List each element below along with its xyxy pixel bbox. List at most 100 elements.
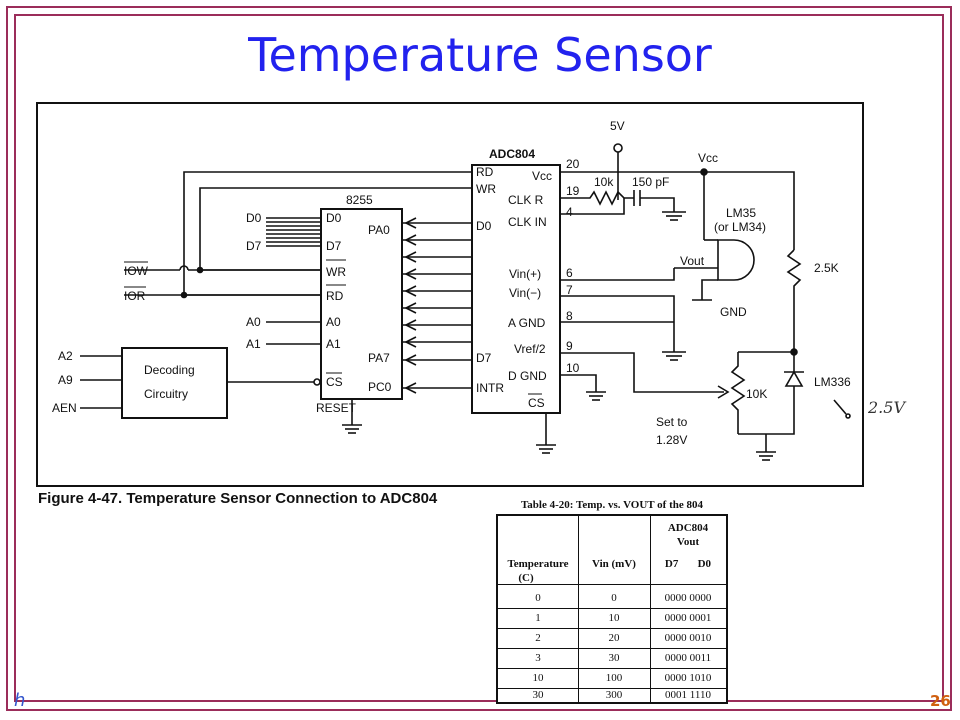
- adc-wr-pin-label: WR: [476, 182, 496, 196]
- header-adc804: ADC804: [667, 522, 709, 534]
- ppi-a0-pin-label: A0: [326, 315, 341, 329]
- adc-cs-pin-label: CS: [528, 396, 545, 410]
- cell-temp: 1: [535, 612, 541, 624]
- resistor-2-5k-label: 2.5K: [814, 261, 839, 275]
- bus-d0-label: D0: [246, 211, 262, 225]
- cell-bits: 0000 0010: [664, 632, 712, 644]
- sensor-gnd-label: GND: [720, 305, 747, 319]
- table-row-rule: [498, 628, 726, 629]
- table-row-rule: [498, 608, 726, 609]
- schematic-panel: ADC804 8255 5V Vcc Vcc RD WR CLK R CLK I…: [34, 100, 918, 490]
- pin-10-label: 10: [566, 361, 580, 375]
- ppi-pc0-label: PC0: [368, 380, 392, 394]
- table-header-rule: [498, 584, 726, 585]
- ppi-a1-pin-label: A1: [326, 337, 341, 351]
- ppi-d0-pin-label: D0: [326, 211, 342, 225]
- adc-vref2-label: Vref/2: [514, 342, 546, 356]
- table-title: Table 4-20: Temp. vs. VOUT of the 804: [520, 499, 704, 511]
- cell-temp: 10: [532, 672, 544, 684]
- cell-bits: 0000 0000: [664, 592, 712, 604]
- bus-a1-label: A1: [246, 337, 261, 351]
- cell-temp: 3: [535, 652, 541, 664]
- table-row-rule: [498, 648, 726, 649]
- cell-temp: 0: [535, 592, 541, 604]
- cell-vin: 100: [605, 672, 623, 684]
- ppi-pa0-label: PA0: [368, 223, 390, 237]
- pin-8-label: 8: [566, 309, 573, 323]
- bus-a0-label: A0: [246, 315, 261, 329]
- cell-temp: 2: [535, 632, 541, 644]
- cell-vin: 0: [611, 592, 617, 604]
- header-temperature-unit: (C): [518, 572, 534, 584]
- lm35-label: LM35: [726, 206, 756, 220]
- footer-left-text: h: [14, 690, 26, 711]
- temperature-table: ADC804 Vout Temperature (C) Vin (mV) D7 …: [496, 514, 728, 704]
- adc-clkr-pin-label: CLK R: [508, 193, 544, 207]
- pin-7-label: 7: [566, 283, 573, 297]
- set-to-label: Set to: [656, 415, 688, 429]
- cell-vin: 30: [608, 652, 620, 664]
- ppi-8255-chip: [320, 208, 403, 400]
- adc-vin-plus-label: Vin(+): [509, 267, 541, 281]
- header-temperature: Temperature: [507, 558, 569, 570]
- adc-rd-pin-label: RD: [476, 165, 494, 179]
- iow-label: IOW: [124, 264, 149, 278]
- table-col-divider: [578, 516, 579, 702]
- cell-temp: 30: [532, 689, 544, 701]
- a2-label: A2: [58, 349, 73, 363]
- pin-6-label: 6: [566, 266, 573, 280]
- schematic-diagram: ADC804 8255 5V Vcc Vcc RD WR CLK R CLK I…: [36, 102, 864, 487]
- lm34-label: (or LM34): [714, 220, 766, 234]
- ppi-rd-pin-label: RD: [326, 289, 344, 303]
- adc-d7-pin-label: D7: [476, 351, 492, 365]
- pin-19-label: 19: [566, 184, 580, 198]
- slide-title: Temperature Sensor: [248, 28, 712, 82]
- header-vout: Vout: [676, 536, 700, 548]
- ior-label: IOR: [124, 289, 146, 303]
- cell-vin: 10: [608, 612, 620, 624]
- ppi-wr-pin-label: WR: [326, 265, 346, 279]
- handwritten-note: 2.5V: [868, 398, 905, 417]
- bus-d7-label: D7: [246, 239, 262, 253]
- table-col-divider: [650, 516, 651, 702]
- aen-label: AEN: [52, 401, 77, 415]
- adc-d0-pin-label: D0: [476, 219, 492, 233]
- adc804-chip: [471, 164, 561, 414]
- capacitor-150pf-label: 150 pF: [632, 175, 669, 189]
- lm336-label: LM336: [814, 375, 851, 389]
- cell-bits: 0000 0001: [664, 612, 712, 624]
- circuitry-label: Circuitry: [144, 387, 188, 401]
- header-vin: Vin (mV): [592, 558, 636, 570]
- a9-label: A9: [58, 373, 73, 387]
- pin-20-label: 20: [566, 157, 580, 171]
- vout-label: Vout: [680, 254, 705, 268]
- slide-frame-inner: [14, 14, 944, 702]
- set-voltage-label: 1.28V: [656, 433, 687, 447]
- ppi-pa7-label: PA7: [368, 351, 390, 365]
- figure-caption: Figure 4-47. Temperature Sensor Connecti…: [38, 490, 438, 507]
- slide-number: 26: [930, 692, 951, 710]
- pin-9-label: 9: [566, 339, 573, 353]
- adc-agnd-label: A GND: [508, 316, 546, 330]
- vcc-top-label: Vcc: [698, 151, 718, 165]
- header-bits: D7 D0: [664, 558, 712, 570]
- ppi-d7-pin-label: D7: [326, 239, 342, 253]
- cell-bits: 0000 1010: [664, 672, 712, 684]
- ppi-8255-label: 8255: [346, 193, 373, 207]
- decoding-circuitry-box: [121, 347, 228, 419]
- cell-vin: 300: [605, 689, 623, 701]
- decoding-label: Decoding: [144, 363, 195, 377]
- table-row-rule: [498, 668, 726, 669]
- cell-bits: 0000 0011: [664, 652, 712, 664]
- pot-10k-label: 10K: [746, 387, 767, 401]
- ppi-cs-pin-label: CS: [326, 375, 343, 389]
- adc-intr-pin-label: INTR: [476, 381, 504, 395]
- pin-4-label: 4: [566, 205, 573, 219]
- resistor-10k-label: 10k: [594, 175, 614, 189]
- table-row-rule: [498, 688, 726, 689]
- slide-frame-outer: [6, 6, 952, 711]
- adc-clkin-pin-label: CLK IN: [508, 215, 547, 229]
- adc804-label: ADC804: [489, 147, 535, 161]
- cell-bits: 0001 1110: [665, 689, 711, 701]
- cell-vin: 20: [608, 632, 620, 644]
